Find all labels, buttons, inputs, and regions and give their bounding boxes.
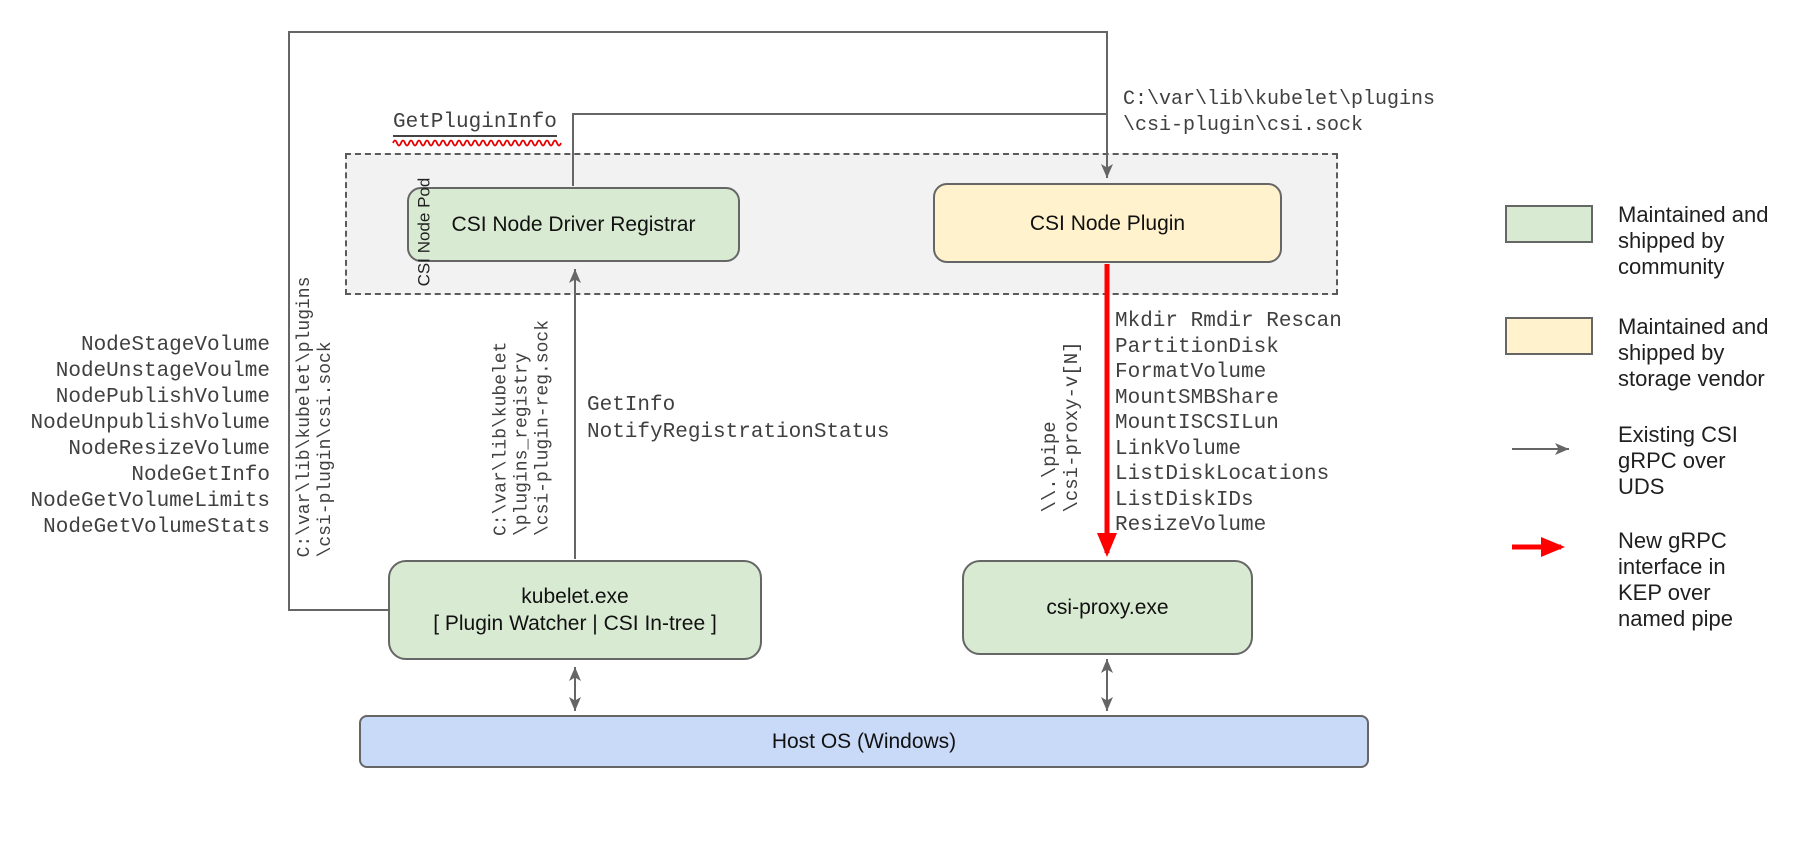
- csi-node-pod-label-text: CSI Node Pod: [414, 177, 434, 287]
- kubelet-box: kubelet.exe [ Plugin Watcher | CSI In-tr…: [388, 560, 762, 660]
- legend-community-label: Maintained and shipped by community: [1618, 202, 1769, 279]
- registration-call-item: GetInfo: [587, 394, 676, 417]
- legend-uds-arrow-label: Existing CSI gRPC over UDS: [1618, 422, 1738, 499]
- registration-socket-path-line: \plugins_registry: [512, 352, 533, 537]
- registration-socket-path-line: \csi-plugin-reg.sock: [533, 319, 554, 537]
- proxy-call-item: ListDiskLocations: [1115, 463, 1330, 486]
- uds-socket-path-label: C:\var\lib\kubelet\plugins\csi-plugin\cs…: [295, 277, 337, 558]
- uds-socket-path-line: C:\var\lib\kubelet\plugins: [295, 276, 315, 558]
- spellcheck-squiggle: [392, 139, 562, 147]
- named-pipe-path-line: \\.\pipe: [1039, 421, 1061, 513]
- legend-pipe-arrow-label: New gRPC interface in KEP over named pip…: [1618, 528, 1733, 631]
- registration-socket-path-line: C:\var\lib\kubelet: [491, 341, 512, 537]
- proxy-call-item: MountISCSILun: [1115, 412, 1279, 435]
- node-call-item: NodePublishVolume: [55, 386, 270, 409]
- kubelet-title: kubelet.exe: [521, 585, 629, 608]
- proxy-call-item: MountSMBShare: [1115, 386, 1279, 410]
- node-call-item: NodeUnpublishVolume: [30, 412, 270, 435]
- proxy-call-item: ResizeVolume: [1115, 514, 1267, 537]
- csi-proxy-label: csi-proxy.exe: [1046, 596, 1169, 619]
- proxy-call-item: Mkdir Rmdir Rescan: [1115, 310, 1342, 333]
- uds-socket-path-line: \csi-plugin\csi.sock: [316, 341, 336, 558]
- node-call-item: NodeUnstageVoulme: [55, 360, 270, 383]
- kubelet-subtitle: [ Plugin Watcher | CSI In-tree ]: [433, 612, 717, 635]
- proxy-call-item: FormatVolume: [1115, 361, 1267, 384]
- node-call-item: NodeGetVolumeLimits: [30, 490, 270, 513]
- host-os-box: Host OS (Windows): [359, 715, 1369, 768]
- legend-vendor-label: Maintained and shipped by storage vendor: [1618, 314, 1769, 391]
- csi-node-driver-registrar-label: CSI Node Driver Registrar: [451, 213, 696, 236]
- node-call-item: NodeGetVolumeStats: [43, 516, 270, 539]
- csi-sock-path-label: C:\var\lib\kubelet\plugins \csi-plugin\c…: [1123, 88, 1436, 137]
- csi-node-plugin-label: CSI Node Plugin: [1029, 211, 1186, 235]
- proxy-call-item: ListDiskIDs: [1115, 488, 1254, 512]
- node-call-item: NodeResizeVolume: [68, 438, 270, 461]
- named-pipe-path-line: \csi-proxy-v[N]: [1061, 341, 1083, 513]
- proxy-call-item: PartitionDisk: [1115, 335, 1279, 359]
- proxy-call-item: LinkVolume: [1115, 437, 1242, 461]
- registration-socket-path-label: C:\var\lib\kubelet\plugins_registry\csi-…: [492, 320, 555, 536]
- legend-vendor-swatch: [1505, 317, 1593, 355]
- get-plugin-info-label: GetPluginInfo: [393, 110, 557, 137]
- named-pipe-path-label: \\.\pipe\csi-proxy-v[N]: [1039, 341, 1083, 512]
- host-os-label: Host OS (Windows): [771, 730, 957, 753]
- node-call-item: NodeStageVolume: [80, 334, 270, 357]
- csi-node-pod-label: CSI Node Pod: [370, 178, 479, 287]
- node-call-item: NodeGetInfo: [131, 464, 270, 487]
- legend-community-swatch: [1505, 205, 1593, 243]
- csi-node-plugin-box: CSI Node Plugin: [933, 183, 1282, 263]
- csi-proxy-box: csi-proxy.exe: [962, 560, 1253, 655]
- registration-call-item: NotifyRegistrationStatus: [587, 421, 890, 444]
